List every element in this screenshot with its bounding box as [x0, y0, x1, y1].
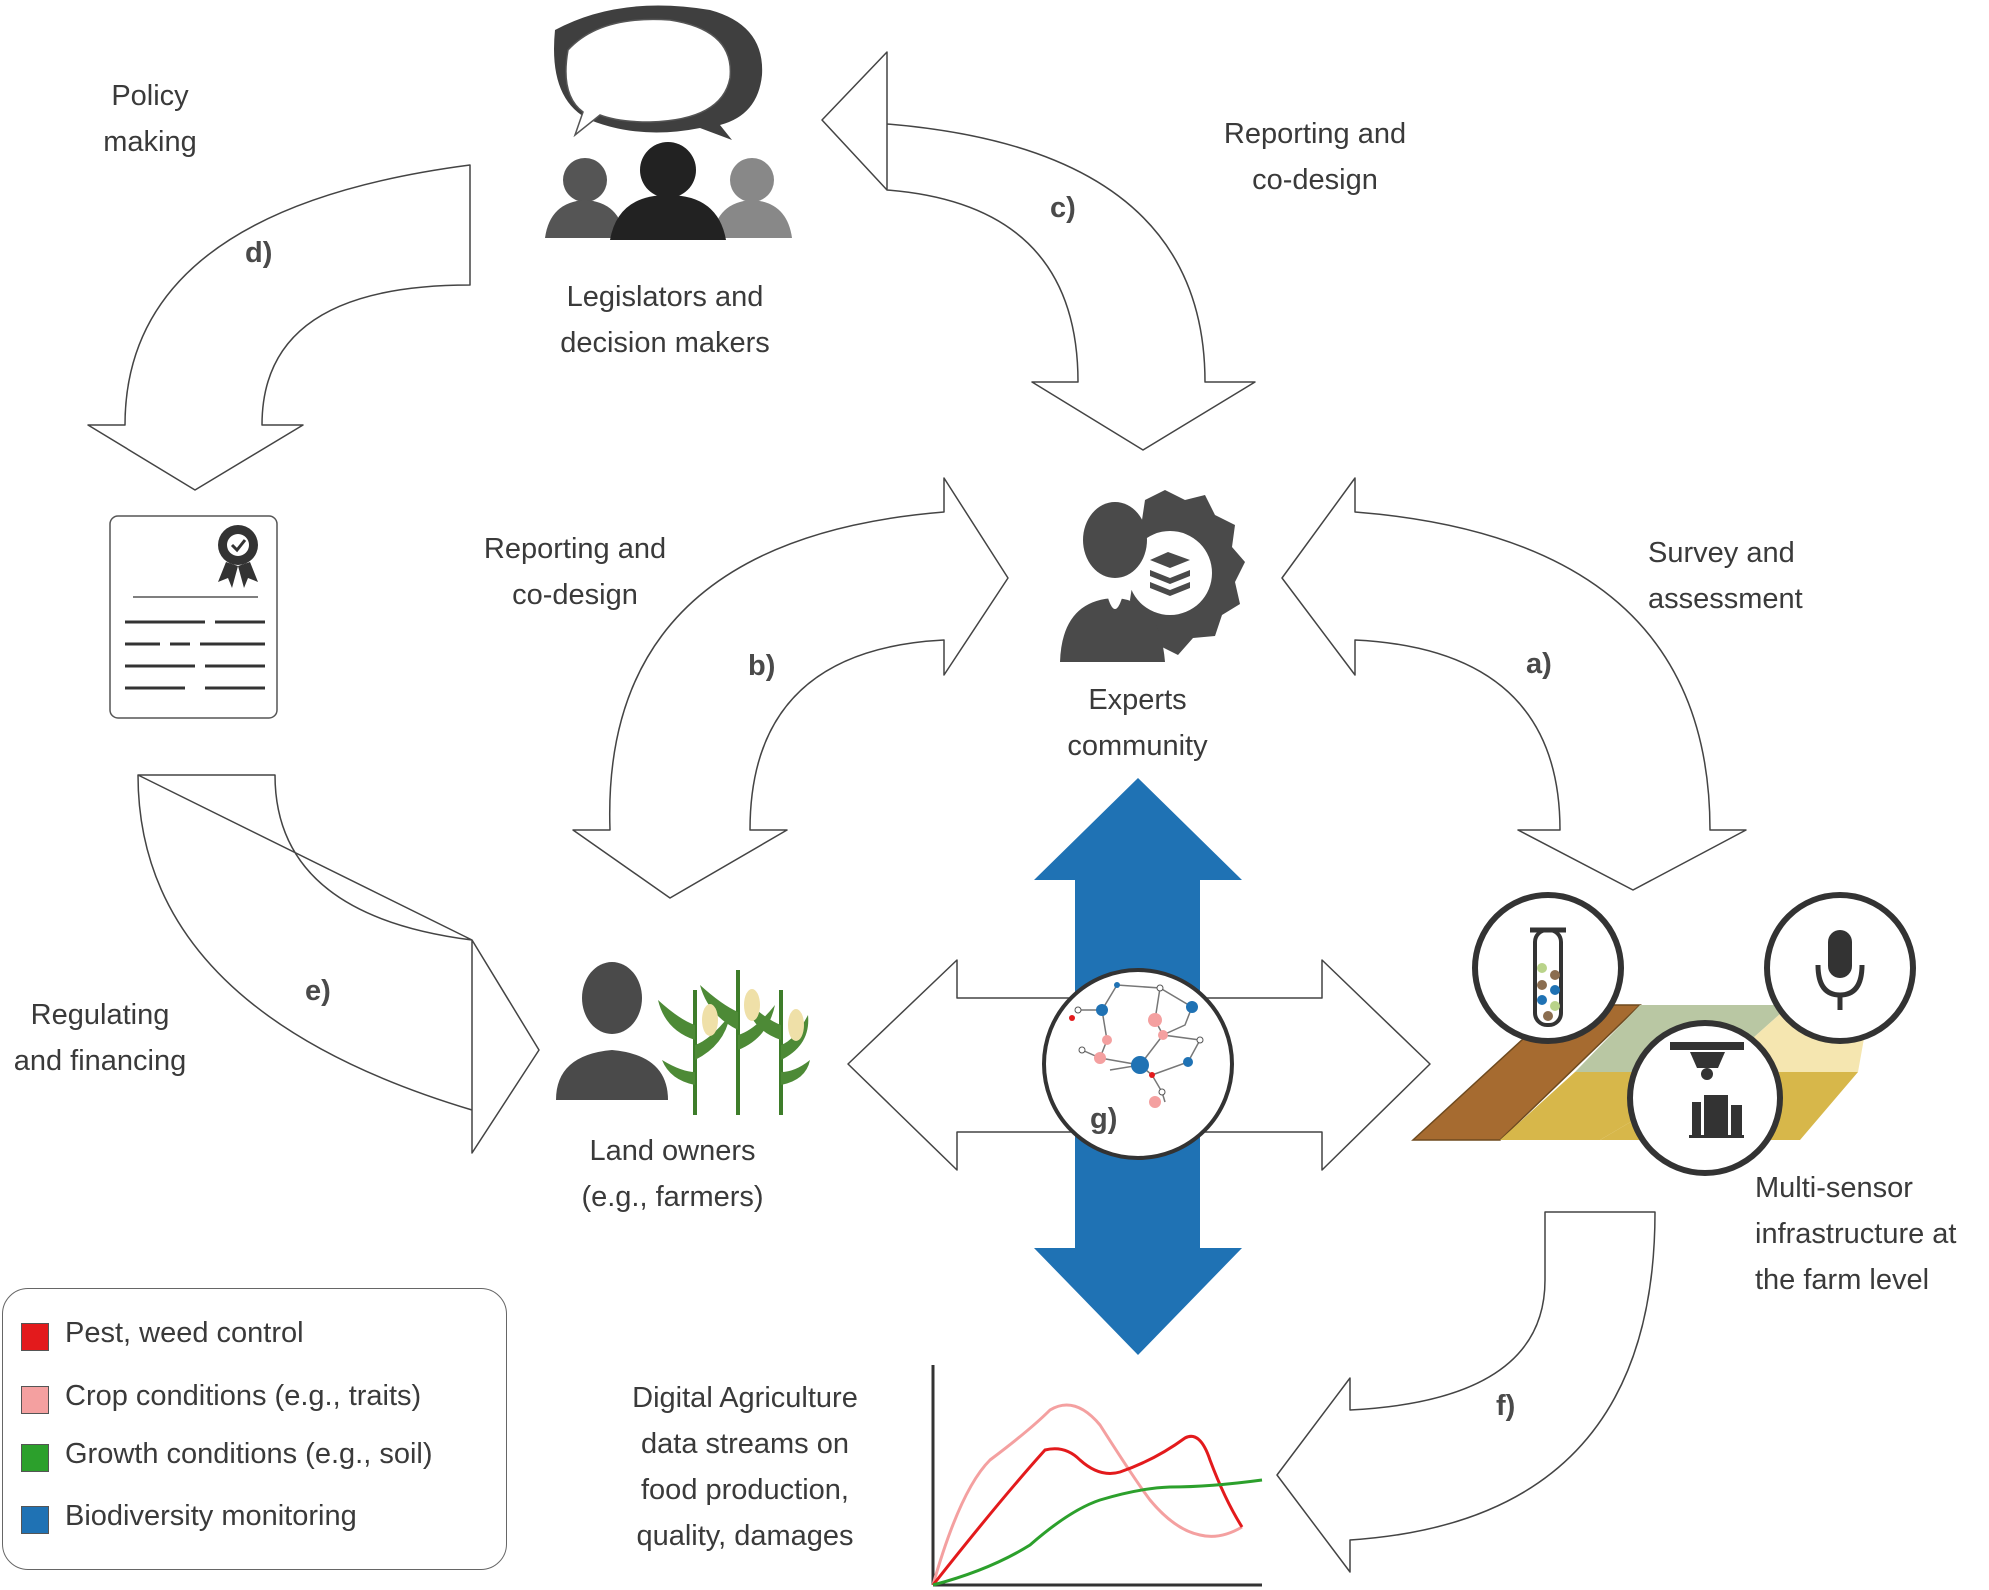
legend: Pest, weed control Crop conditions (e.g.…	[2, 1288, 507, 1570]
network-icon	[1042, 968, 1234, 1160]
corn-icon	[658, 970, 810, 1115]
flow-g-letter: g)	[1090, 1103, 1118, 1135]
farmer-icon	[556, 962, 668, 1100]
legend-label: Crop conditions (e.g., traits)	[65, 1380, 422, 1412]
test-tube-icon	[1472, 892, 1624, 1044]
flow-c-letter: c)	[1050, 192, 1076, 224]
bar-chart-icon	[1689, 1095, 1744, 1138]
legend-swatch	[21, 1386, 49, 1414]
legend-swatch	[21, 1506, 49, 1534]
flow-d-letter: d)	[245, 237, 273, 269]
flow-b-letter: b)	[748, 650, 776, 682]
people-group-icon	[545, 142, 792, 240]
chart-line-crop	[931, 1403, 1243, 1586]
chart-line-growth	[932, 1478, 1263, 1587]
flow-e-letter: e)	[305, 975, 331, 1007]
line-chart-icon	[931, 1365, 1263, 1587]
arrow-c	[821, 51, 1256, 451]
expert-gear-icon	[1060, 490, 1245, 662]
legend-label: Pest, weed control	[65, 1317, 304, 1349]
flow-f-letter: f)	[1496, 1390, 1516, 1422]
speech-bubble-icon	[554, 5, 763, 140]
certificate-icon	[109, 515, 278, 719]
microphone-icon	[1764, 892, 1916, 1044]
chart-line-pest	[931, 1434, 1244, 1586]
arrow-d	[87, 164, 471, 491]
legend-swatch	[21, 1323, 49, 1351]
legend-swatch	[21, 1444, 49, 1472]
flow-a-letter: a)	[1526, 648, 1552, 680]
arrow-b	[572, 477, 1009, 899]
legend-label: Biodiversity monitoring	[65, 1500, 357, 1532]
arrow-a	[1281, 477, 1747, 891]
land-owners-label: Land owners(e.g., farmers)	[581, 1135, 764, 1213]
arrow-e	[137, 774, 540, 1154]
arrow-f	[1276, 1211, 1656, 1573]
legend-label: Growth conditions (e.g., soil)	[65, 1438, 433, 1470]
